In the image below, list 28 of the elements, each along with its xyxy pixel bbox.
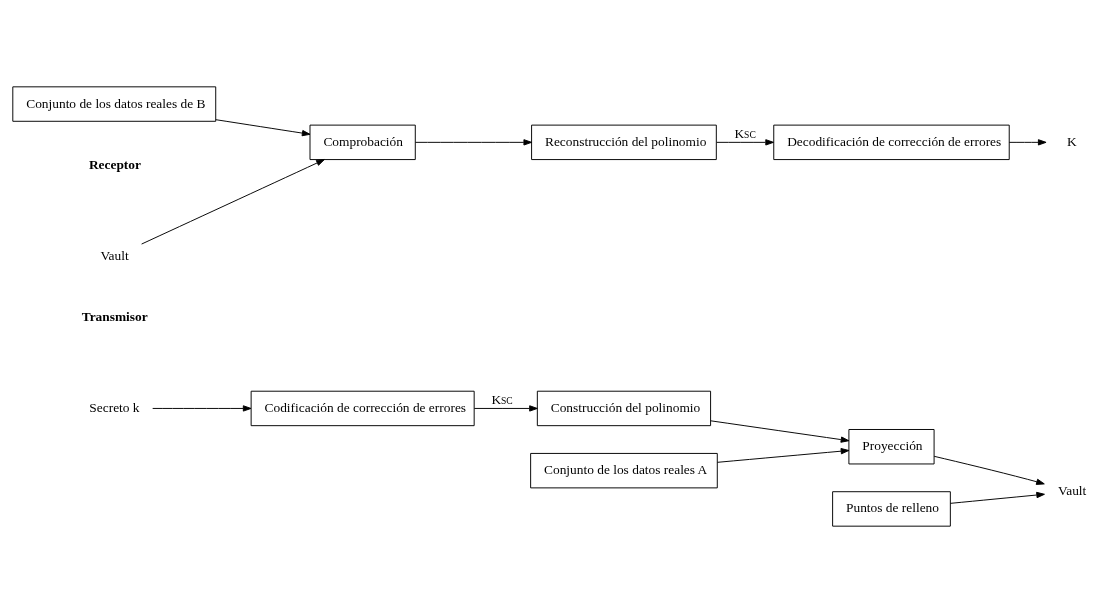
arrow (215, 118, 311, 136)
node-box: Conjunto de los datos reales de B (12, 85, 217, 122)
node-box: Comprobación (309, 124, 416, 160)
node-box: Decodificación de corrección de errores (773, 124, 1010, 160)
node-box: Conjunto de los datos reales A (530, 452, 718, 488)
node-text: Secreto k (89, 399, 140, 415)
label: Receptor (88, 156, 141, 172)
node-text: Vault (100, 247, 129, 263)
arrow (1008, 138, 1047, 145)
node-box: Reconstrucción del polinomio (531, 124, 717, 160)
arrow (933, 455, 1045, 485)
arrow (716, 447, 850, 463)
arrow (473, 404, 538, 412)
edge-label: KSC (734, 125, 756, 141)
node-text: Vault (1058, 482, 1087, 498)
node-box: Construcción del polinomio (536, 390, 712, 426)
arrow (710, 419, 850, 443)
node-box: Proyección (848, 428, 935, 464)
node-box: Puntos de relleno (832, 490, 951, 527)
node-text: K (1067, 133, 1077, 149)
arrow (152, 404, 252, 412)
arrow (716, 138, 774, 145)
arrow (415, 138, 533, 145)
node-box: Codificación de corrección de errores (250, 390, 475, 426)
label: Transmisor (81, 308, 148, 324)
arrow (949, 491, 1045, 504)
edge-label: KSC (491, 391, 513, 407)
arrow (141, 158, 325, 245)
